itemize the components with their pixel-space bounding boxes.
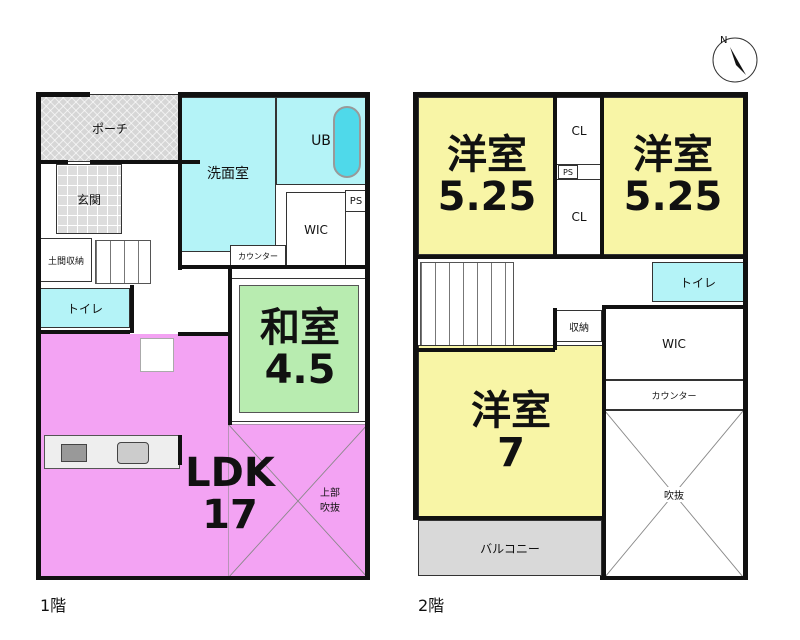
bath-label: UB xyxy=(311,133,331,149)
south-room-size: 7 xyxy=(497,429,525,476)
toilet-1f: トイレ xyxy=(40,288,130,328)
floor1-label: 1階 xyxy=(40,596,67,615)
washroom: 洗面室 xyxy=(180,97,276,252)
ldk-size: 17 xyxy=(202,492,258,538)
cl-upper-label: CL xyxy=(571,124,587,138)
west-room-size: 5.25 xyxy=(437,174,537,220)
doma-storage-label: 土間収納 xyxy=(47,256,84,267)
unit-bath: UB xyxy=(276,97,366,185)
stove-icon xyxy=(61,444,87,462)
north-compass-icon: N xyxy=(710,35,760,85)
genkan: 玄関 xyxy=(56,164,122,234)
east-room-name: 洋室 xyxy=(632,132,713,178)
counter-2f: カウンター xyxy=(604,380,744,410)
west-room-name: 洋室 xyxy=(446,132,527,178)
void2-label: 吹抜 xyxy=(664,486,684,502)
sink-icon xyxy=(117,442,149,464)
wic-label: WIC xyxy=(304,222,328,237)
porch: ポーチ xyxy=(40,94,180,162)
ps2-label: PS xyxy=(563,167,573,177)
balcony: バルコニー xyxy=(418,520,602,576)
closet-upper: CL xyxy=(556,97,602,165)
void-label-line1: 上部 xyxy=(320,488,340,499)
closet-lower: CL xyxy=(556,179,602,255)
doma-storage: 土間収納 xyxy=(40,238,92,282)
washitsu-name: 和室 xyxy=(260,305,340,351)
compass-label: N xyxy=(720,35,728,46)
toilet2-label: トイレ xyxy=(679,275,716,290)
counter-label: カウンター xyxy=(238,251,278,261)
ps-label: PS xyxy=(349,195,363,207)
void-2f: 吹抜 xyxy=(604,410,744,578)
bathtub-icon xyxy=(333,106,361,178)
fridge-space xyxy=(140,338,174,372)
wic-1f: WIC xyxy=(286,192,346,267)
cl-lower-label: CL xyxy=(571,210,587,224)
washitsu-size: 4.5 xyxy=(264,347,336,393)
wic2-label: WIC xyxy=(662,337,686,351)
counter-1f: カウンター xyxy=(230,245,286,267)
stairs-1f xyxy=(95,240,151,284)
storage-label: 収納 xyxy=(569,322,589,334)
stairs-2f xyxy=(420,262,514,350)
ps-1f: PS xyxy=(345,190,367,212)
ldk-void: 上部 吹抜 xyxy=(228,424,368,578)
south-room-name: 洋室 xyxy=(471,387,551,434)
counter2-label: カウンター xyxy=(651,391,697,402)
porch-label: ポーチ xyxy=(91,121,128,136)
washroom-label: 洗面室 xyxy=(207,166,249,182)
balcony-label: バルコニー xyxy=(480,541,540,556)
kitchen-counter xyxy=(44,435,180,469)
toilet-label: トイレ xyxy=(66,301,103,316)
ldk-name: LDK xyxy=(185,450,275,496)
toilet-2f: トイレ xyxy=(652,262,744,302)
storage-2f: 収納 xyxy=(556,310,602,342)
wic-2f: WIC xyxy=(604,308,744,380)
void-label-line2: 吹抜 xyxy=(320,503,340,514)
east-room-size: 5.25 xyxy=(623,174,723,220)
floor2-label: 2階 xyxy=(418,596,445,615)
washitsu: 和室 4.5 xyxy=(230,278,368,422)
ps-2f: PS xyxy=(558,165,578,179)
genkan-label: 玄関 xyxy=(76,192,101,207)
